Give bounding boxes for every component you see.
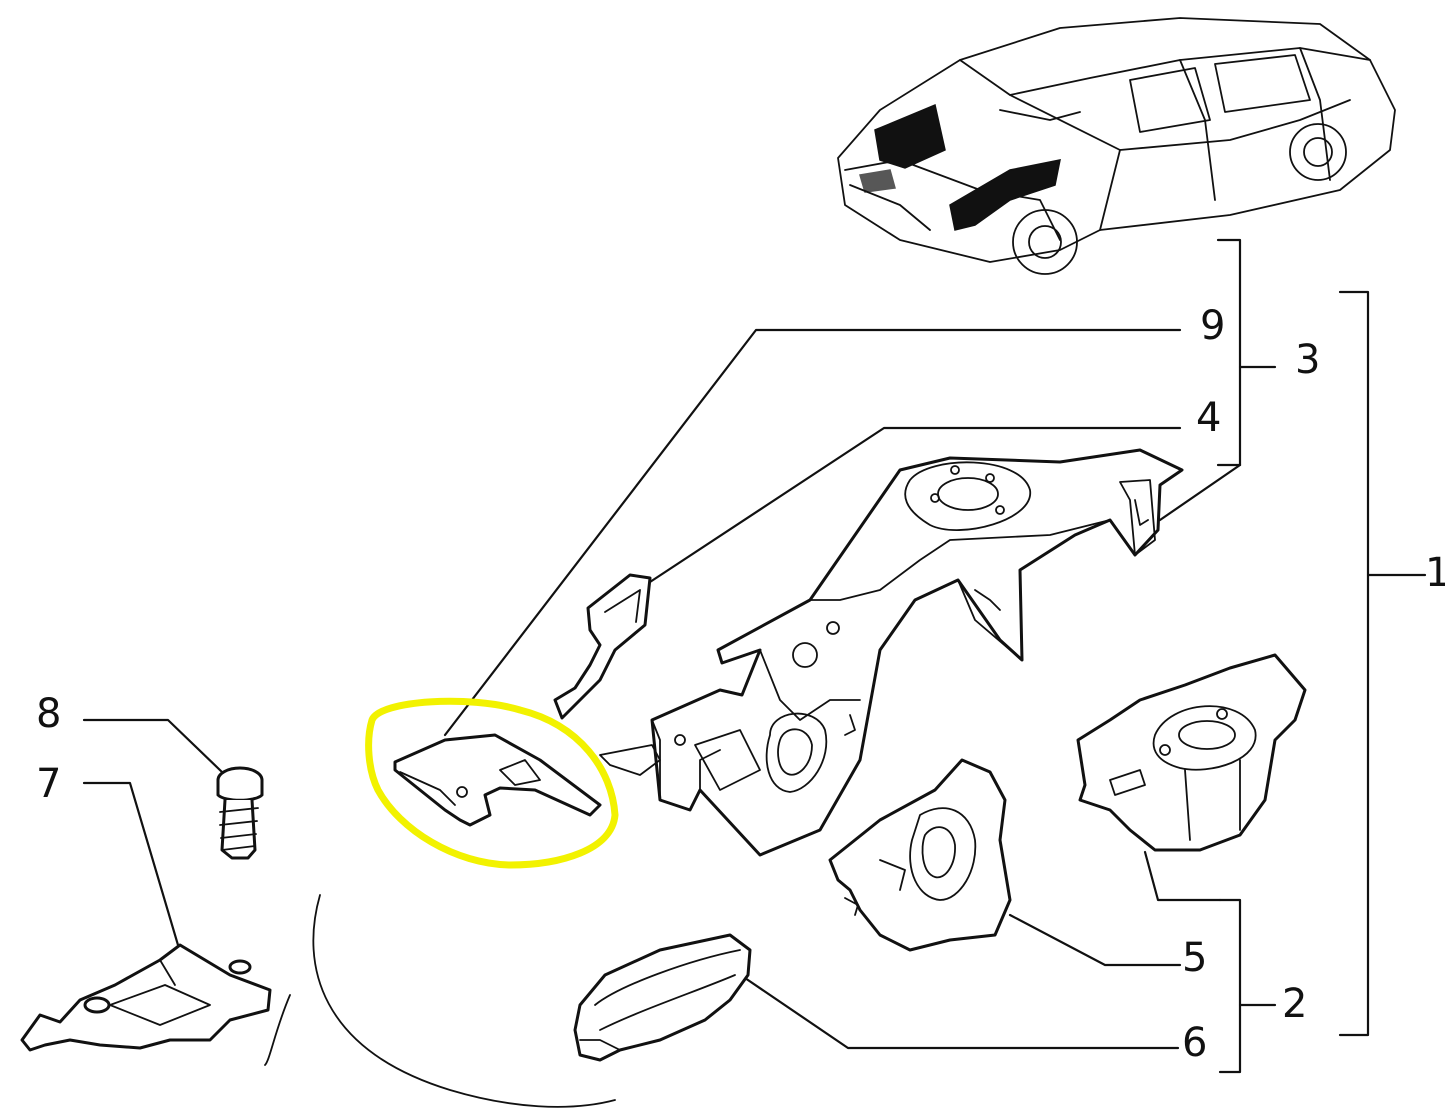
callout-7: 7: [36, 761, 61, 807]
front-side-member: [599, 448, 1184, 857]
part-4-bracket: [553, 573, 652, 720]
callout-4: 4: [1196, 395, 1221, 441]
leader-lines: [82, 328, 1242, 1050]
part-7-bracket: [20, 943, 272, 1052]
part-6-cover: [573, 933, 752, 1062]
callout-labels: 1 2 3 4 5 6 7 8 9: [36, 303, 1445, 1066]
part-8-screw: [216, 766, 264, 860]
callout-6: 6: [1182, 1020, 1207, 1066]
part-5-panel: [828, 758, 1012, 952]
highlight-circle: [365, 697, 619, 869]
callout-5: 5: [1182, 935, 1207, 981]
callout-9: 9: [1200, 303, 1225, 349]
part-9-plate: [393, 733, 602, 827]
callout-2: 2: [1282, 981, 1307, 1027]
fender-arc: [264, 894, 616, 1108]
bracket-lines: [1216, 238, 1427, 1074]
callout-8: 8: [36, 691, 61, 737]
callout-3: 3: [1295, 337, 1320, 383]
part-2-tower: [1076, 653, 1307, 852]
callout-1: 1: [1425, 550, 1445, 596]
car-overview: [837, 17, 1396, 275]
